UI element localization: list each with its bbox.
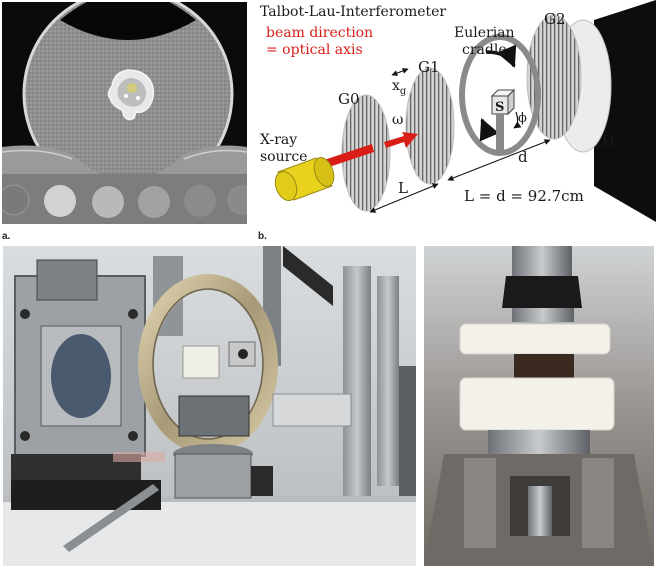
- sample-cube: [490, 88, 516, 154]
- interferometer-schematic: Talbot-Lau-Interferometer beam direction…: [258, 0, 656, 228]
- stage-handle: [63, 484, 159, 552]
- ct-slice-panel: [2, 2, 247, 224]
- xray-label: X-ray: [260, 132, 297, 148]
- omega-label: ω: [392, 112, 403, 128]
- rail-profile: [343, 266, 371, 496]
- panel-b-label: b.: [258, 231, 267, 242]
- optical-axis-label: = optical axis: [266, 42, 363, 58]
- beam-arrow: [324, 132, 418, 168]
- xg-label: xg: [392, 78, 407, 97]
- beam-direction-label: beam direction: [266, 25, 373, 41]
- source-label: source: [260, 149, 307, 165]
- l-label: L: [398, 179, 408, 197]
- sample-holder: [182, 345, 220, 379]
- grating-g2: [526, 14, 582, 140]
- d-label: d: [518, 148, 528, 166]
- eulerian-label: Eulerian: [454, 25, 515, 41]
- calibration-disc: [44, 185, 76, 217]
- calibration-disc: [92, 186, 124, 218]
- g0-label: G0: [338, 90, 360, 108]
- detector-plate: [594, 0, 656, 222]
- calibration-disc: [138, 186, 170, 218]
- cradle-label: cradle: [462, 42, 507, 58]
- grating-g1: [405, 67, 455, 185]
- sample-label: S: [495, 100, 504, 115]
- press-ram: [512, 246, 572, 276]
- xray-source: [274, 157, 335, 202]
- g1-label: G1: [418, 58, 440, 76]
- ct-slice-image: [2, 2, 247, 224]
- grating-g0-photo: [51, 334, 111, 418]
- compression-photo: [424, 246, 654, 566]
- g0-mount-frame: [14, 259, 146, 457]
- schematic-title: Talbot-Lau-Interferometer: [260, 4, 446, 20]
- lower-platen: [459, 377, 615, 431]
- g2-label: G2: [544, 10, 566, 28]
- detector-label: D: [602, 132, 614, 150]
- setup-photo: [3, 246, 416, 566]
- specimen: [107, 69, 155, 121]
- distance-equation: L = d = 92.7cm: [464, 187, 584, 205]
- phi-label: ϕ: [518, 111, 527, 126]
- calibration-disc: [184, 185, 216, 217]
- panel-a-label: a.: [2, 231, 11, 242]
- upper-platen: [459, 323, 611, 355]
- eulerian-cradle-photo: [138, 274, 352, 499]
